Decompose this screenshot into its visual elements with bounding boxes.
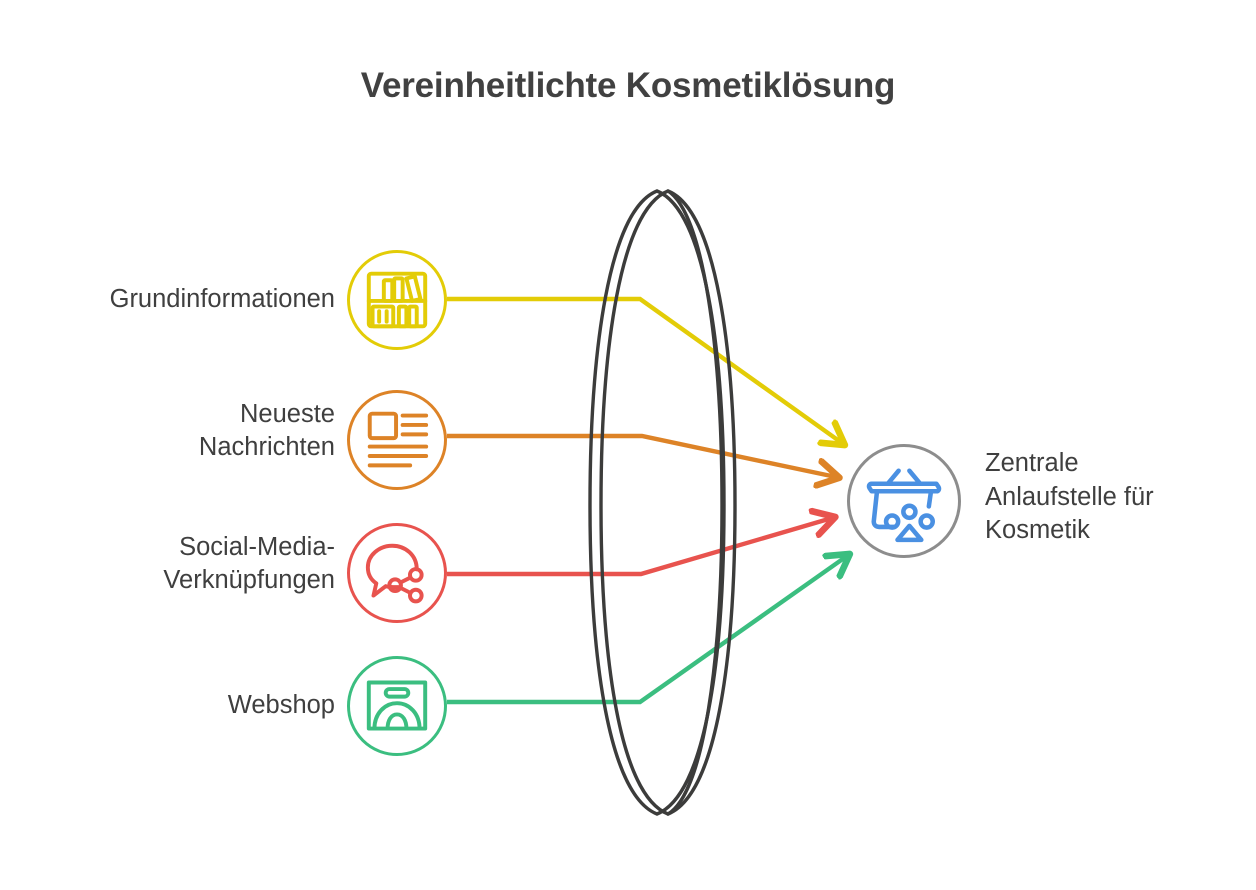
central-lens	[588, 189, 737, 816]
connector-webshop	[447, 556, 847, 705]
target-label: Zentrale Anlaufstelle für Kosmetik	[985, 449, 1154, 545]
source-node-grundinformationen[interactable]	[347, 250, 447, 350]
source-node-social-media[interactable]	[347, 523, 447, 623]
chat-share-icon	[365, 543, 424, 604]
bookshelf-icon	[366, 271, 428, 329]
shopping-basket-icon	[866, 468, 942, 543]
connector-grundinformationen	[447, 296, 842, 443]
source-label-social-media: Social-Media- Verknüpfungen	[163, 533, 335, 595]
source-label-grundinformationen: Grundinformationen	[109, 285, 335, 313]
source-label-webshop: Webshop	[227, 691, 335, 719]
target-node-zentrale-anlaufstelle[interactable]	[847, 444, 961, 558]
news-article-icon	[367, 411, 429, 468]
connector-neueste-nachrichten	[447, 433, 836, 477]
connector-social-media	[447, 518, 832, 577]
source-node-webshop[interactable]	[347, 656, 447, 756]
page-title: Vereinheitlichte Kosmetiklösung	[360, 66, 896, 105]
storefront-icon	[366, 680, 428, 731]
source-node-neueste-nachrichten[interactable]	[347, 390, 447, 490]
source-label-neueste-nachrichten: Neueste Nachrichten	[198, 400, 335, 462]
